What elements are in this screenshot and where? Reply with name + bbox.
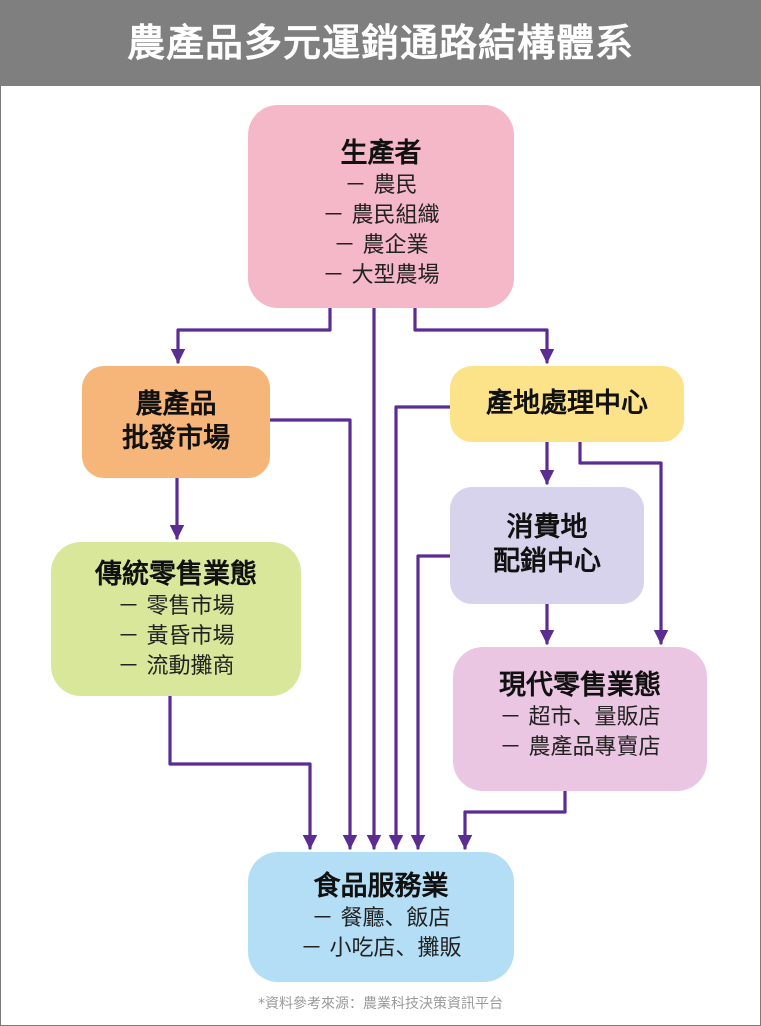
producer-node: 生產者 － 農民 － 農民組織 － 農企業 － 大型農場 xyxy=(248,105,514,308)
food-service-item: － 餐廳、飯店 xyxy=(311,906,451,931)
food-service-title: 食品服務業 xyxy=(313,871,449,902)
arrow-wholesale-to-food-service xyxy=(268,418,358,850)
traditional-item: － 零售市場 xyxy=(117,594,235,619)
arrow-processing-to-food-service xyxy=(388,405,452,850)
consumer-distribution-center-node: 消費地 配銷中心 xyxy=(450,487,644,604)
arrow-producer-to-processing xyxy=(413,306,555,364)
diagram-title: 農產品多元運銷通路結構體系 xyxy=(126,21,634,65)
arrow-modern-to-food-service xyxy=(457,789,567,850)
modern-item: － 農產品專賣店 xyxy=(499,735,661,760)
producer-item: － 農民組織 xyxy=(322,203,440,228)
title-bar: 農產品多元運銷通路結構體系 xyxy=(0,0,761,86)
traditional-title: 傳統零售業態 xyxy=(95,559,257,590)
producer-title: 生產者 xyxy=(340,138,422,169)
arrow-consumer-center-to-food-service xyxy=(410,554,452,850)
modern-title: 現代零售業態 xyxy=(499,670,661,701)
food-service-node: 食品服務業 － 餐廳、飯店 － 小吃店、攤販 xyxy=(248,852,514,982)
arrow-traditional-to-food-service xyxy=(168,694,318,850)
modern-item: － 超市、量販店 xyxy=(499,705,661,730)
producer-item: － 農企業 xyxy=(333,233,429,258)
producer-item: － 大型農場 xyxy=(322,263,440,288)
consumer-center-title-line1: 消費地 xyxy=(506,512,588,543)
producer-item: － 農民 xyxy=(344,173,418,198)
traditional-retail-node: 傳統零售業態 － 零售市場 － 黃昏市場 － 流動攤商 xyxy=(51,542,301,696)
wholesale-title-line2: 批發市場 xyxy=(122,423,230,454)
consumer-center-title-line2: 配銷中心 xyxy=(493,546,601,577)
traditional-item: － 流動攤商 xyxy=(117,654,235,679)
wholesale-title-line1: 農產品 xyxy=(135,389,217,420)
modern-retail-node: 現代零售業態 － 超市、量販店 － 農產品專賣店 xyxy=(453,647,707,791)
processing-title: 產地處理中心 xyxy=(486,388,648,419)
arrow-producer-to-wholesale xyxy=(170,306,332,364)
processing-center-node: 產地處理中心 xyxy=(450,366,684,442)
wholesale-market-node: 農產品 批發市場 xyxy=(82,366,270,478)
traditional-item: － 黃昏市場 xyxy=(117,624,235,649)
source-footnote: *資料參考來源：農業科技決策資訊平台 xyxy=(258,996,503,1012)
food-service-item: － 小吃店、攤販 xyxy=(300,936,462,961)
arrow-processing-to-modern xyxy=(578,440,669,645)
